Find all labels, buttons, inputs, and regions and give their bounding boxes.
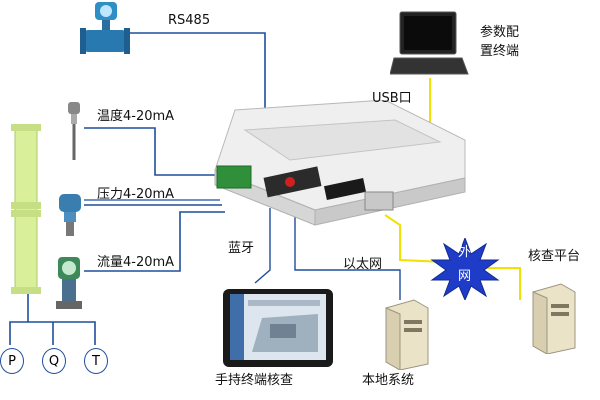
flowmeter-icon	[80, 2, 130, 54]
pressure-transmitter-icon	[59, 194, 81, 236]
config-terminal-label-2: 置终端	[480, 44, 520, 59]
ethernet-label: 以太网	[343, 257, 383, 272]
gauge-q: Q	[42, 348, 66, 374]
config-terminal-label-1: 参数配	[480, 25, 520, 40]
ethernet-line	[294, 210, 401, 300]
external-line-2	[485, 267, 521, 300]
server-check-platform-icon	[532, 283, 576, 354]
bluetooth-label: 蓝牙	[228, 241, 255, 256]
data-collector-device	[214, 100, 466, 226]
gauge-t-label: T	[92, 353, 100, 369]
flow-label: 流量4-20mA	[97, 255, 175, 270]
temperature-sensor-icon	[68, 102, 80, 160]
gauge-p-label: P	[8, 353, 16, 369]
flow-line	[84, 211, 225, 272]
handheld-label: 手持终端核查	[215, 373, 294, 388]
temperature-line	[84, 127, 225, 176]
check-platform-label: 核查平台	[528, 249, 581, 264]
tablet-icon	[223, 289, 333, 367]
external-network-label-2: 网	[458, 269, 472, 284]
temperature-label: 温度4-20mA	[97, 109, 175, 124]
server-local-system-icon	[385, 299, 429, 370]
gauge-q-label: Q	[48, 353, 60, 369]
usb-label: USB口	[372, 91, 412, 106]
rs485-label: RS485	[168, 13, 211, 28]
gauge-t: T	[84, 348, 108, 374]
laptop-icon	[390, 11, 469, 75]
flow-transmitter-icon	[56, 257, 82, 309]
bluetooth-line	[254, 208, 271, 284]
external-network-label-1: 外	[458, 245, 472, 260]
external-network-burst-icon	[430, 238, 500, 300]
local-system-label: 本地系统	[362, 373, 415, 388]
external-line	[384, 214, 446, 263]
pressure-label: 压力4-20mA	[97, 187, 175, 202]
gauge-p: P	[0, 348, 24, 374]
pipe-icon	[11, 124, 41, 294]
